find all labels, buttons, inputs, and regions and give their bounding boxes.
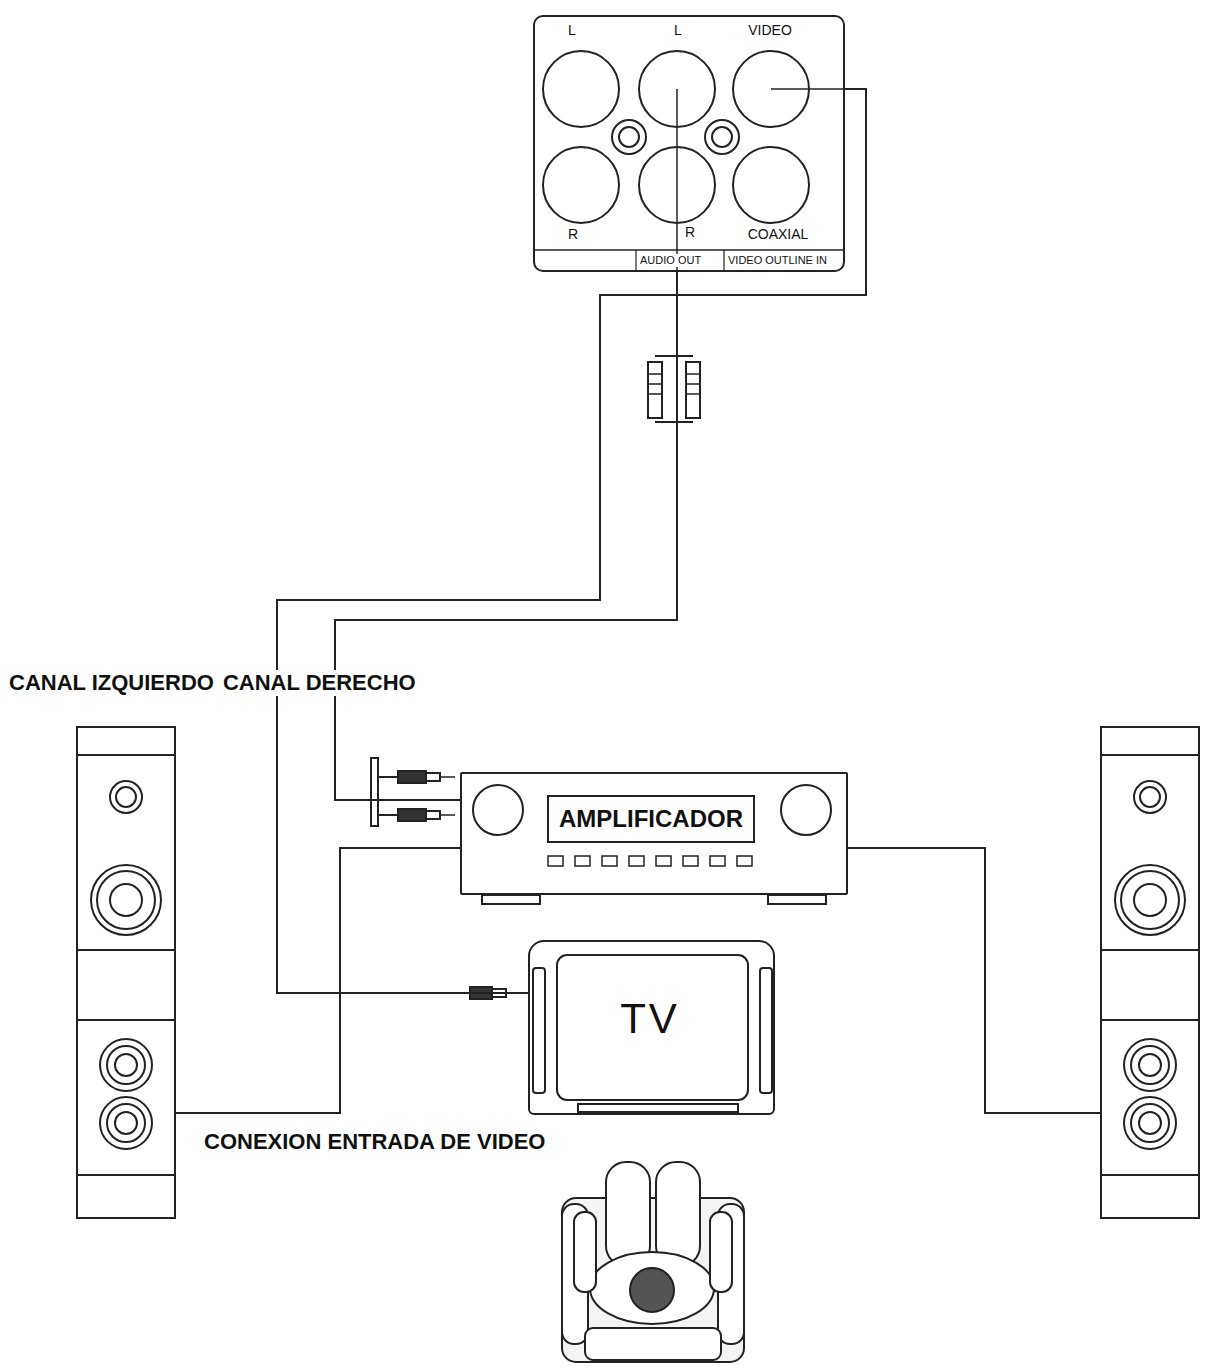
driver <box>107 1046 145 1084</box>
jack-label: R <box>685 224 695 240</box>
plug-bar <box>655 421 693 423</box>
plug-rib <box>686 393 700 395</box>
audio-wire-lead <box>676 89 678 272</box>
device-label: TV <box>620 994 680 1044</box>
rca-plug <box>686 362 700 418</box>
coaxial-jack <box>733 147 809 223</box>
amp-knob <box>781 785 831 835</box>
amp-button <box>548 856 563 866</box>
panel-strip-line <box>533 249 845 251</box>
small-jack <box>619 127 639 147</box>
amp-button <box>710 856 725 866</box>
speaker-band <box>77 1174 175 1176</box>
rca-plug <box>648 362 662 418</box>
person-arm <box>574 1212 596 1292</box>
plug-stub <box>378 776 398 778</box>
amp-button <box>575 856 590 866</box>
rca-plug <box>398 809 426 821</box>
armchair <box>562 1198 744 1362</box>
tv-side <box>533 968 545 1093</box>
driver <box>100 1097 152 1149</box>
jack-label: L <box>568 22 576 38</box>
person-arm <box>710 1212 732 1292</box>
speaker-wire <box>175 848 460 1113</box>
person-torso <box>590 1252 714 1324</box>
audio-jack <box>543 147 619 223</box>
signal-cable <box>335 272 677 800</box>
signal-cable <box>277 89 866 993</box>
woofer <box>110 884 142 916</box>
amp-button <box>629 856 644 866</box>
video-wire-lead <box>771 88 845 90</box>
speaker <box>1101 727 1199 1218</box>
plug-pin <box>440 814 455 816</box>
amp-button <box>737 856 752 866</box>
tv-side <box>760 968 772 1093</box>
speaker-band <box>77 754 175 756</box>
woofer <box>91 865 161 935</box>
plug-rib <box>686 383 700 385</box>
amp-foot <box>768 895 826 904</box>
tv-base <box>578 1104 738 1112</box>
small-jack <box>612 120 646 154</box>
plug-bar <box>655 355 693 357</box>
amp-button <box>656 856 671 866</box>
driver <box>100 1039 152 1091</box>
caption-label: CANAL DERECHO <box>222 670 417 696</box>
plug-rib <box>648 383 662 385</box>
section-label: VIDEO OUTLINE IN <box>727 254 828 267</box>
driver <box>107 1104 145 1142</box>
section-label: AUDIO OUT <box>639 254 702 267</box>
driver <box>115 1112 137 1134</box>
small-jack <box>705 120 739 154</box>
plug-stub <box>378 814 398 816</box>
jack-label: L <box>674 22 682 38</box>
caption-label: CANAL IZQUIERDO <box>8 670 215 696</box>
jack-label: R <box>568 226 578 242</box>
amp-button <box>602 856 617 866</box>
speaker-cabinet <box>77 727 175 1218</box>
amp-foot <box>482 895 540 904</box>
plug-rib <box>686 373 700 375</box>
plug-rib <box>648 373 662 375</box>
jack-label: VIDEO <box>748 22 792 38</box>
caption-label: CONEXION ENTRADA DE VIDEO <box>203 1129 546 1155</box>
amplifier-box: AMPLIFICADOR <box>460 772 848 895</box>
panel-strip-divider <box>635 250 636 271</box>
person-leg <box>606 1162 650 1266</box>
woofer <box>97 871 155 929</box>
jack-label: COAXIAL <box>748 226 809 242</box>
speaker <box>77 727 175 1218</box>
plug-pin <box>440 776 455 778</box>
plug-rib <box>648 393 662 395</box>
speaker-band <box>77 949 175 951</box>
speaker-band <box>77 1019 175 1021</box>
person-head <box>630 1268 674 1312</box>
person-leg <box>656 1162 700 1266</box>
small-jack <box>712 127 732 147</box>
panel-strip-divider <box>723 250 724 271</box>
cable-bracket <box>371 758 378 826</box>
tv-screen <box>557 955 748 1100</box>
rca-plug <box>398 771 426 783</box>
device-label: AMPLIFICADOR <box>547 795 755 843</box>
amp-button <box>683 856 698 866</box>
tweeter <box>116 787 136 807</box>
speaker-wire <box>848 848 1100 1113</box>
rca-plug-tip <box>426 811 440 819</box>
chair-back <box>585 1328 721 1360</box>
driver <box>115 1054 137 1076</box>
amp-knob <box>473 785 523 835</box>
tv-set: TV <box>528 940 775 1115</box>
tweeter <box>110 781 142 813</box>
audio-jack <box>543 51 619 127</box>
rca-plug-tip <box>426 773 440 781</box>
connector-panel: L L VIDEO R R COAXIAL AUDIO OUT VIDEO OUTLINE I… <box>533 15 845 272</box>
